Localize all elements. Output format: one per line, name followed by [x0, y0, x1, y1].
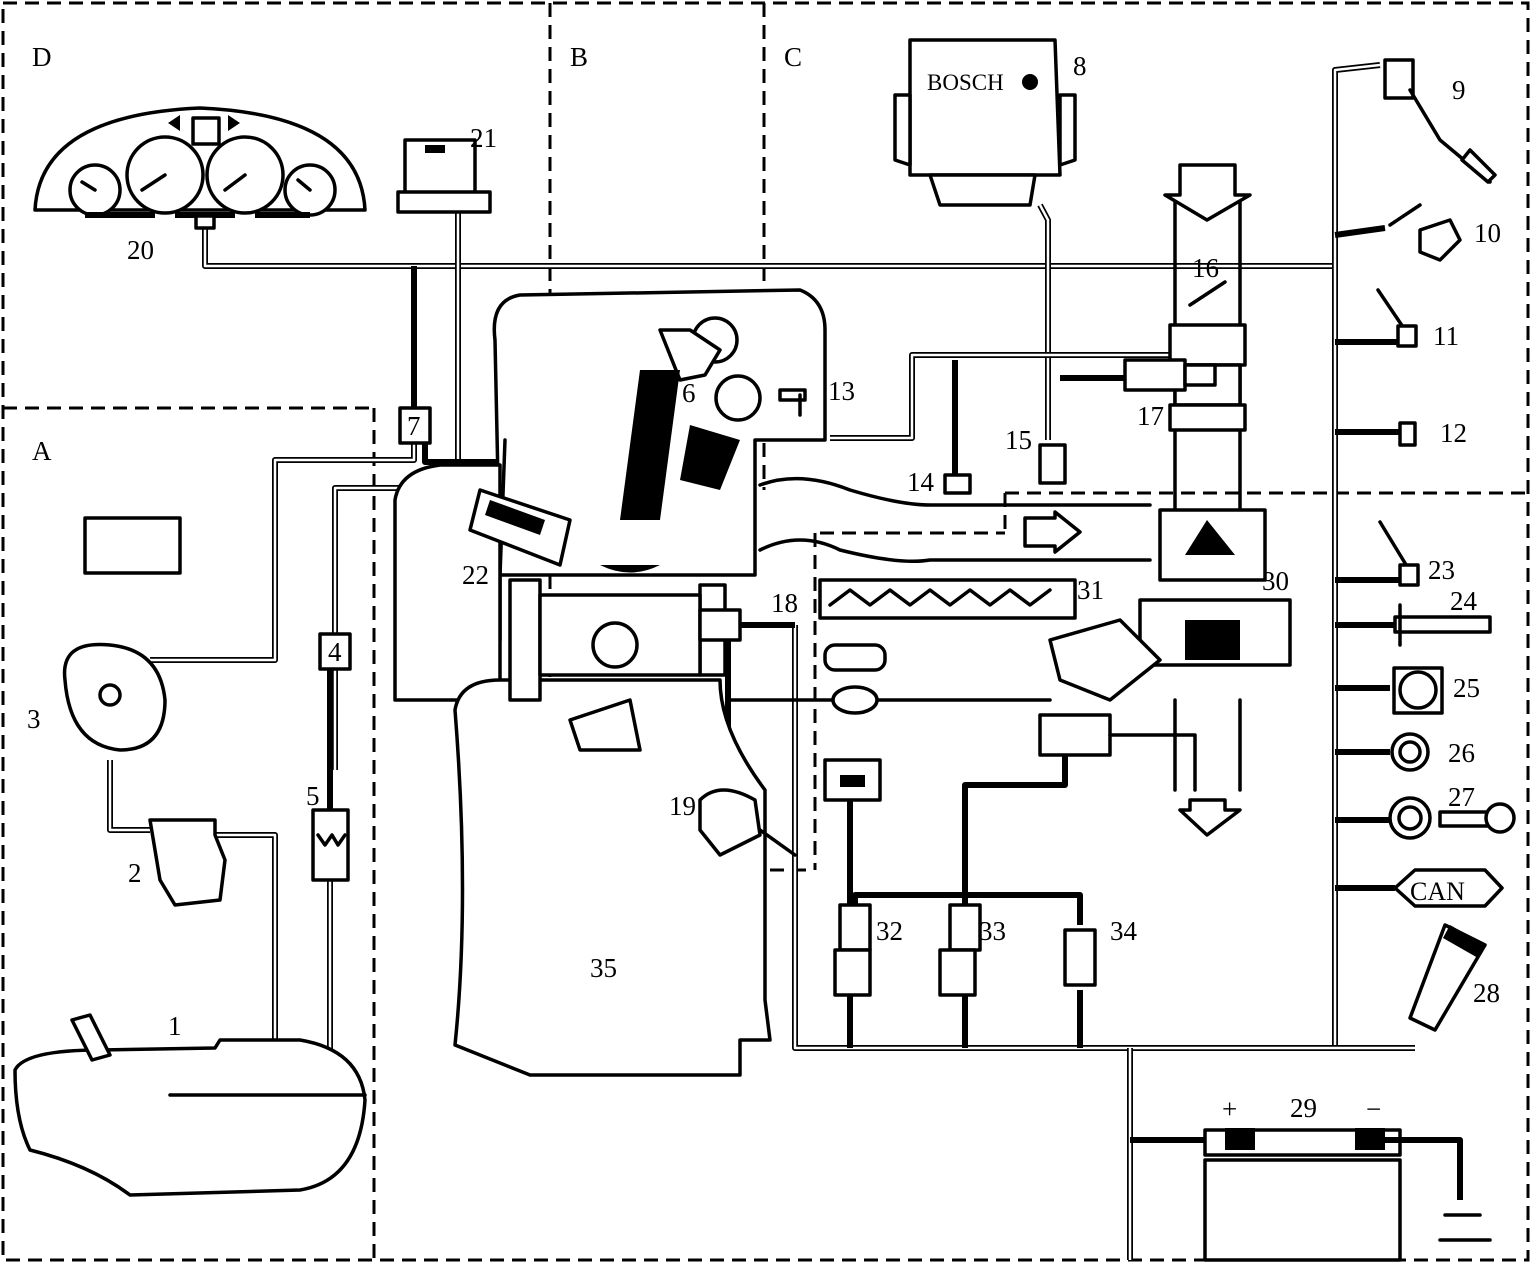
- label-13: 13: [828, 376, 855, 406]
- box-label-4: 4: [328, 637, 342, 667]
- label-9: 9: [1452, 75, 1466, 105]
- battery-minus-label: −: [1366, 1094, 1381, 1124]
- label-15: 15: [1005, 425, 1032, 455]
- label-27: 27: [1448, 782, 1475, 812]
- label-16: 16: [1192, 253, 1219, 283]
- label-17: 17: [1137, 401, 1164, 431]
- label-12: 12: [1440, 418, 1467, 448]
- region-label-d: D: [32, 42, 52, 72]
- label-19: 19: [669, 791, 696, 821]
- battery-29: + −: [1203, 1094, 1492, 1262]
- label-20: 20: [127, 235, 154, 265]
- label-22: 22: [462, 560, 489, 590]
- label-5: 5: [306, 781, 320, 811]
- label-23: 23: [1428, 555, 1455, 585]
- ecu-brand-label: BOSCH: [927, 70, 1004, 95]
- label-30: 30: [1262, 566, 1289, 596]
- label-32: 32: [876, 916, 903, 946]
- box-label-7: 7: [407, 411, 421, 441]
- label-10: 10: [1474, 218, 1501, 248]
- lower-sensors: [833, 903, 1097, 997]
- label-35: 35: [590, 953, 617, 983]
- label-21: 21: [470, 123, 497, 153]
- turbocharger-30: [1038, 508, 1292, 792]
- label-6: 6: [682, 378, 696, 408]
- engine-block-35: [393, 288, 1067, 1077]
- label-1: 1: [168, 1011, 182, 1041]
- label-25: 25: [1453, 673, 1480, 703]
- label-33: 33: [979, 916, 1006, 946]
- intake-throttle-assembly: [1123, 163, 1252, 837]
- region-label-b: B: [570, 42, 588, 72]
- label-31: 31: [1077, 575, 1104, 605]
- label-29: 29: [1290, 1093, 1317, 1123]
- label-2: 2: [128, 858, 142, 888]
- label-3: 3: [27, 704, 41, 734]
- label-34: 34: [1110, 916, 1138, 946]
- component-numbers: 1 2 3 5 6 8 9 10 11 12 13 14 15 16 17 18…: [27, 51, 1501, 1123]
- label-14: 14: [907, 467, 935, 497]
- ecu-8: BOSCH: [893, 38, 1077, 207]
- instrument-cluster: [33, 106, 367, 230]
- right-side-sensors: CAN: [1376, 58, 1516, 1032]
- label-11: 11: [1433, 321, 1459, 351]
- label-8: 8: [1073, 51, 1087, 81]
- label-28: 28: [1473, 978, 1500, 1008]
- relay-21: [396, 138, 492, 214]
- label-18: 18: [771, 588, 798, 618]
- battery-plus-label: +: [1222, 1094, 1237, 1124]
- label-26: 26: [1448, 738, 1475, 768]
- intercooler-31: [728, 476, 1152, 802]
- region-label-c: C: [784, 42, 802, 72]
- label-24: 24: [1450, 586, 1478, 616]
- region-label-a: A: [32, 436, 52, 466]
- fuel-system-a: 4 7: [13, 406, 432, 1197]
- can-bus-label: CAN: [1410, 877, 1465, 906]
